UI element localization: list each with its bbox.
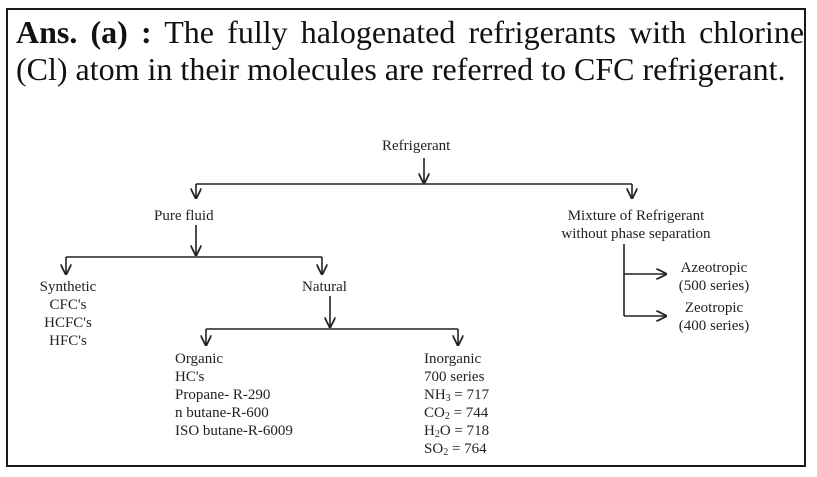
formula-so2: SO2 = 764 <box>424 441 487 458</box>
zeotropic-series: (400 series) <box>678 318 750 334</box>
azeotropic-series: (500 series) <box>678 278 750 294</box>
organic-item: Propane- R-290 <box>175 387 271 403</box>
organic-item: ISO butane-R-6009 <box>175 423 293 439</box>
organic-title: Organic <box>175 351 224 367</box>
inorganic-title: Inorganic <box>424 351 482 367</box>
node-natural: Natural <box>302 279 347 295</box>
mixture-line-1: Mixture of Refrigerant <box>567 208 705 224</box>
synthetic-item: CFC's <box>49 297 87 313</box>
azeotropic-name: Azeotropic <box>680 260 748 276</box>
answer-paragraph: Ans. (a) : The fully halogenated refrige… <box>16 14 804 88</box>
organic-item: n butane-R-600 <box>175 405 269 421</box>
node-pure-fluid: Pure fluid <box>154 208 214 224</box>
answer-frame <box>6 8 806 467</box>
formula-h2o: H2O = 718 <box>424 423 490 440</box>
organic-item: HC's <box>175 369 205 385</box>
synthetic-item: HCFC's <box>44 315 92 331</box>
zeotropic-name: Zeotropic <box>684 300 744 316</box>
synthetic-item: HFC's <box>49 333 87 349</box>
inorganic-series: 700 series <box>424 369 485 385</box>
formula-co2: CO2 = 744 <box>424 405 489 422</box>
answer-label: Ans. (a) : <box>16 14 152 50</box>
node-mixture: Mixture of Refrigerant without phase sep… <box>541 207 731 243</box>
mixture-line-2: without phase separation <box>561 226 711 242</box>
node-refrigerant: Refrigerant <box>382 138 451 154</box>
synthetic-title: Synthetic <box>39 279 97 295</box>
answer-text: The fully halogenated refrigerants with … <box>16 14 805 87</box>
node-zeotropic: Zeotropic (400 series) <box>664 299 764 335</box>
node-organic: Organic HC's Propane- R-290 n butane-R-6… <box>175 350 293 440</box>
formula-nh3: NH3 = 717 <box>424 387 490 404</box>
node-azeotropic: Azeotropic (500 series) <box>664 259 764 295</box>
node-inorganic: Inorganic 700 series NH3 = 717 CO2 = 744… <box>424 350 489 458</box>
node-synthetic: Synthetic CFC's HCFC's HFC's <box>18 278 118 350</box>
